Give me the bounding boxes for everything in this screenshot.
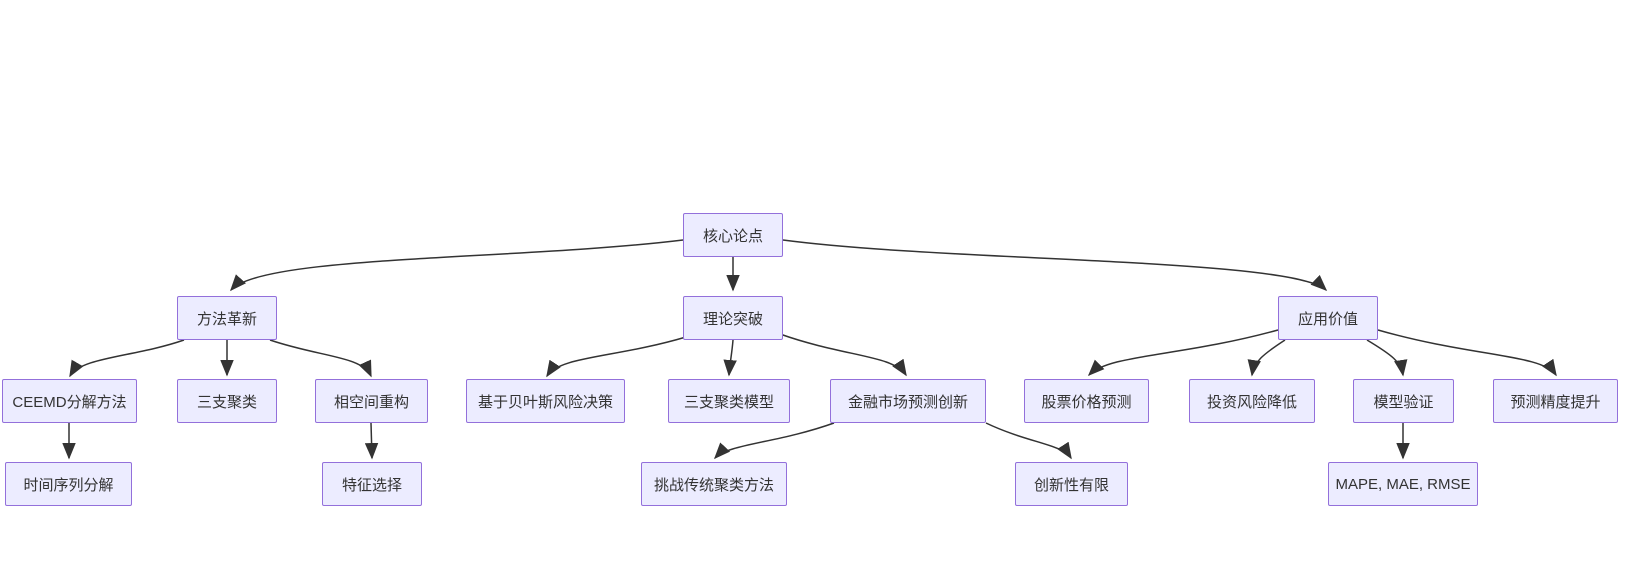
node-novelty-label: 创新性有限 bbox=[1033, 476, 1109, 494]
node-finance-label: 金融市场预测创新 bbox=[847, 393, 968, 411]
node-stock: 股票价格预测 bbox=[1024, 379, 1149, 423]
node-threemodel-label: 三支聚类模型 bbox=[683, 393, 774, 411]
node-threeway-label: 三支聚类 bbox=[196, 393, 257, 411]
edge-phase-feature bbox=[364, 422, 379, 460]
node-method-label: 方法革新 bbox=[196, 310, 257, 328]
edge-theory-finance bbox=[779, 333, 907, 377]
node-tsdecomp-label: 时间序列分解 bbox=[23, 476, 114, 494]
node-feature-label: 特征选择 bbox=[341, 476, 402, 494]
node-risk: 投资风险降低 bbox=[1189, 379, 1315, 423]
node-theory: 理论突破 bbox=[683, 296, 783, 340]
node-metrics: MAPE, MAE, RMSE bbox=[1328, 462, 1478, 506]
node-core: 核心论点 bbox=[683, 213, 783, 257]
edge-method-ceemd bbox=[69, 339, 185, 378]
node-feature: 特征选择 bbox=[322, 462, 422, 506]
node-challenge: 挑战传统聚类方法 bbox=[641, 462, 787, 506]
edge-theory-bayes bbox=[546, 336, 687, 378]
node-accuracy: 预测精度提升 bbox=[1493, 379, 1618, 423]
node-threemodel: 三支聚类模型 bbox=[668, 379, 790, 423]
node-bayes: 基于贝叶斯风险决策 bbox=[466, 379, 625, 423]
node-core-label: 核心论点 bbox=[702, 227, 763, 245]
edge-application-validation bbox=[1366, 339, 1408, 377]
edge-application-accuracy bbox=[1377, 329, 1557, 377]
node-finance: 金融市场预测创新 bbox=[830, 379, 986, 423]
node-phase-label: 相空间重构 bbox=[333, 393, 409, 411]
node-accuracy-label: 预测精度提升 bbox=[1510, 393, 1601, 411]
edge-finance-novelty bbox=[985, 422, 1072, 460]
node-risk-label: 投资风险降低 bbox=[1206, 393, 1297, 411]
edge-finance-challenge bbox=[713, 422, 835, 460]
node-application-label: 应用价值 bbox=[1297, 310, 1358, 328]
edge-application-risk bbox=[1247, 339, 1286, 377]
node-challenge-label: 挑战传统聚类方法 bbox=[653, 476, 774, 494]
node-novelty: 创新性有限 bbox=[1015, 462, 1128, 506]
node-application: 应用价值 bbox=[1278, 296, 1378, 340]
edge-core-method bbox=[230, 239, 684, 292]
node-ceemd: CEEMD分解方法 bbox=[2, 379, 137, 423]
edge-theory-threemodel bbox=[723, 339, 737, 377]
node-stock-label: 股票价格预测 bbox=[1041, 393, 1132, 411]
node-method: 方法革新 bbox=[177, 296, 277, 340]
edge-core-application bbox=[782, 239, 1328, 292]
node-bayes-label: 基于贝叶斯风险决策 bbox=[477, 393, 613, 411]
node-phase: 相空间重构 bbox=[315, 379, 428, 423]
node-validation-label: 模型验证 bbox=[1373, 393, 1434, 411]
node-theory-label: 理论突破 bbox=[702, 310, 763, 328]
edge-application-stock bbox=[1087, 329, 1279, 377]
edge-method-phase bbox=[269, 339, 372, 378]
node-tsdecomp: 时间序列分解 bbox=[5, 462, 132, 506]
node-validation: 模型验证 bbox=[1353, 379, 1454, 423]
node-ceemd-label: CEEMD分解方法 bbox=[12, 393, 127, 411]
node-threeway: 三支聚类 bbox=[177, 379, 277, 423]
node-metrics-label: MAPE, MAE, RMSE bbox=[1335, 475, 1471, 493]
